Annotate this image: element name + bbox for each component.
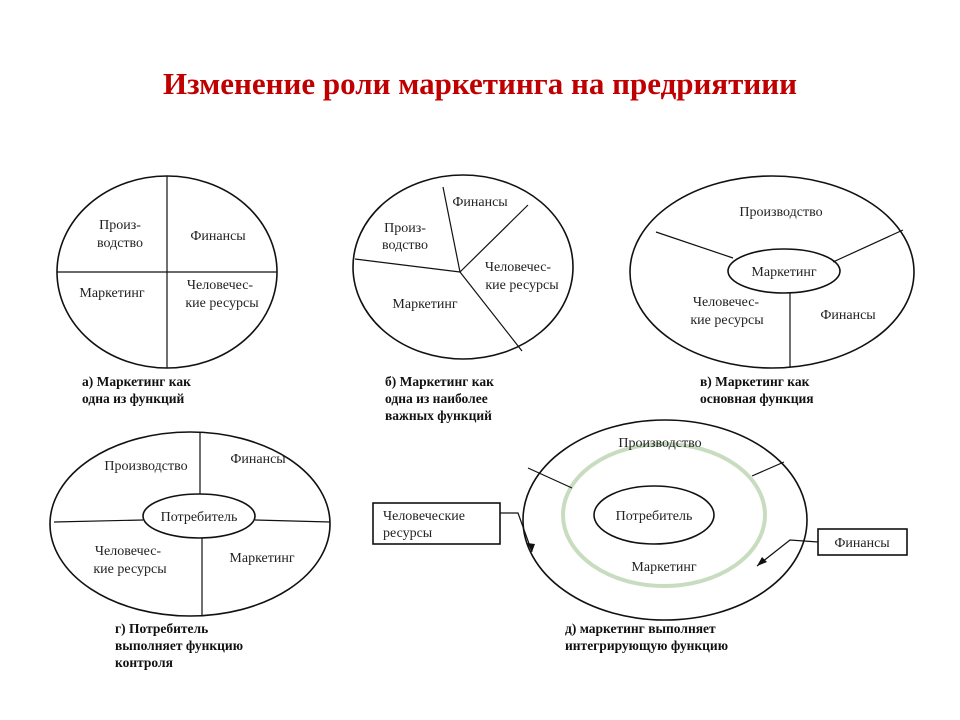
diagram-b-production-line2: водство [382, 238, 428, 253]
diagram-d-finance-arrowhead [757, 557, 767, 566]
diagram-d-hr-arrowhead [527, 543, 535, 552]
diagram-a-caption-line2: одна из функций [82, 391, 185, 406]
diagram-v-divider-right [832, 229, 904, 263]
diagram-a-marketing: Маркетинг [79, 286, 144, 301]
diagram-d-caption-line2: интегрирующую функцию [565, 638, 728, 653]
diagram-v-production: Производство [739, 205, 822, 220]
diagram-g-finance: Финансы [230, 452, 286, 467]
diagram-g-marketing: Маркетинг [229, 551, 294, 566]
diagram-g-inner-ellipse [142, 493, 256, 539]
diagram-d-green-ring [561, 442, 767, 588]
diagram-g-divider-right [254, 519, 331, 523]
diagram-d-hr-arrow [500, 512, 533, 553]
diagram-g-production: Производство [104, 459, 187, 474]
diagram-b-divider-4 [459, 271, 523, 352]
diagram-g-hr-line1: Человечес- [95, 544, 162, 559]
diagram-d-center: Потребитель [616, 509, 693, 524]
diagram-a-caption-line1: а) Маркетинг как [82, 374, 191, 389]
diagram-v-hr-line2: кие ресурсы [690, 313, 764, 328]
diagram-b-production-line1: Произ- [384, 221, 426, 236]
diagram-b-hr-line1: Человечес- [485, 260, 552, 275]
diagram-g-caption-line1: г) Потребитель [115, 621, 208, 636]
diagram-b-divider-2 [459, 204, 529, 273]
diagram-a: Произ- водство Финансы Маркетинг Человеч… [56, 175, 278, 406]
diagram-b-hr-line2: кие ресурсы [485, 278, 559, 293]
diagram-g-caption-line2: выполняет функцию [115, 638, 243, 653]
diagram-v-center: Маркетинг [751, 265, 816, 280]
diagram-d-finance-box-label: Финансы [834, 536, 890, 551]
diagram-d-production: Производство [618, 436, 701, 451]
diagram-v: Производство Маркетинг Человечес- кие ре… [629, 175, 915, 406]
diagram-b-caption-line1: б) Маркетинг как [385, 374, 494, 389]
diagram-b-caption-line3: важных функций [385, 408, 492, 423]
diagram-d: Производство Потребитель Маркетинг Челов… [372, 419, 908, 653]
diagram-d-hr-box-line1: Человеческие [383, 509, 465, 524]
diagram-v-outer-ellipse [629, 175, 915, 369]
diagram-v-divider-left [655, 231, 734, 259]
diagram-b-ellipse [352, 174, 574, 360]
diagram-d-caption-line1: д) маркетинг выполняет [565, 621, 716, 636]
diagram-a-hr-line1: Человечес- [187, 278, 254, 293]
diagram-d-finance-arrow [756, 539, 819, 567]
diagram-b: Финансы Произ- водство Человечес- кие ре… [352, 174, 574, 423]
diagram-g-center: Потребитель [161, 510, 238, 525]
diagram-d-outer-ellipse [522, 419, 808, 621]
diagram-g-caption-line3: контроля [115, 655, 173, 670]
diagram-g: Производство Финансы Потребитель Человеч… [49, 431, 331, 670]
diagram-v-hr-line1: Человечес- [693, 295, 760, 310]
diagram-g-outer-ellipse [49, 431, 331, 617]
diagram-b-divider-1 [442, 186, 461, 273]
diagram-d-hr-box-line2: ресурсы [383, 526, 433, 541]
diagram-a-finance: Финансы [190, 229, 246, 244]
diagram-a-production-line1: Произ- [99, 218, 141, 233]
diagram-b-caption-line2: одна из наиболее [385, 391, 488, 406]
diagram-d-divider-right [751, 461, 785, 477]
diagram-b-finance: Финансы [452, 195, 508, 210]
diagram-g-hr-line2: кие ресурсы [93, 562, 167, 577]
diagram-v-caption-line2: основная функция [700, 391, 814, 406]
diagram-v-finance: Финансы [820, 308, 876, 323]
diagram-d-hr-box [372, 502, 501, 545]
diagram-d-marketing: Маркетинг [631, 560, 696, 575]
slide-title: Изменение роли маркетинга на предриятиии [163, 66, 797, 101]
diagram-v-caption-line1: в) Маркетинг как [700, 374, 810, 389]
diagram-d-divider-left [527, 467, 573, 489]
diagram-d-inner-ellipse [593, 485, 715, 545]
diagram-g-divider-left [53, 519, 144, 523]
diagram-a-hr-line2: кие ресурсы [185, 296, 259, 311]
diagram-v-inner-ellipse [727, 248, 841, 294]
diagram-b-divider-3 [354, 258, 461, 273]
diagram-b-marketing: Маркетинг [392, 297, 457, 312]
diagram-a-production-line2: водство [97, 236, 143, 251]
